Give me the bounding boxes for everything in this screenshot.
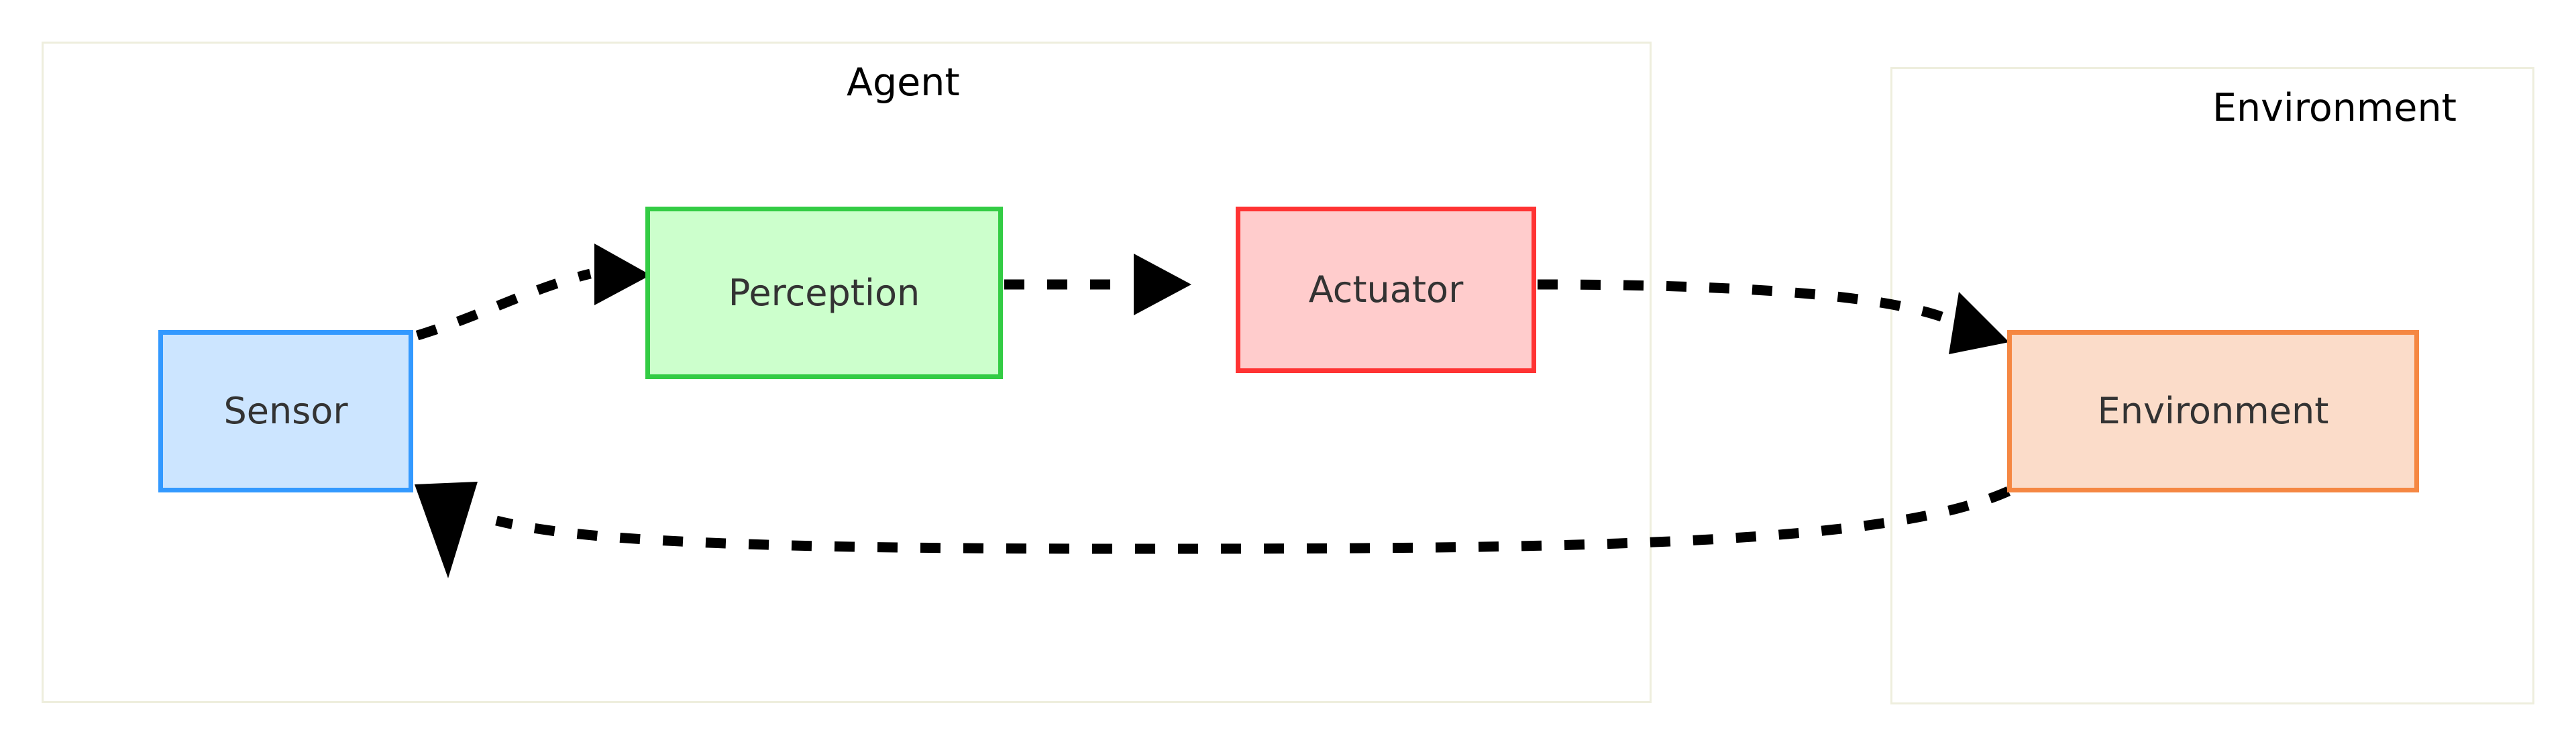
node-environment-label: Environment xyxy=(2097,390,2329,432)
node-sensor-label: Sensor xyxy=(223,390,348,432)
node-perception-label: Perception xyxy=(728,271,920,314)
node-actuator-label: Actuator xyxy=(1308,268,1464,311)
node-environment[interactable]: Environment xyxy=(2007,330,2419,492)
node-sensor[interactable]: Sensor xyxy=(158,330,413,492)
node-actuator[interactable]: Actuator xyxy=(1236,207,1536,373)
node-perception[interactable]: Perception xyxy=(645,207,1003,379)
